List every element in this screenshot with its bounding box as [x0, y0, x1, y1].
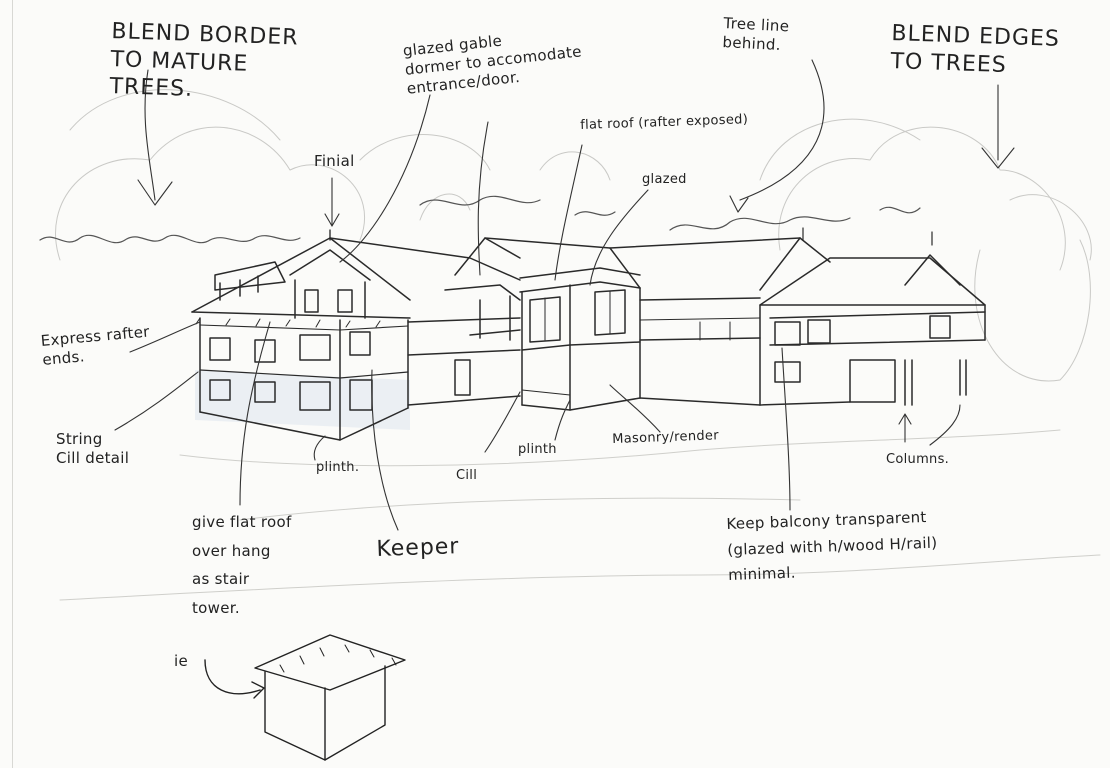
tree-outlines: [55, 89, 1092, 382]
note-string-cill: String Cill detail: [56, 430, 130, 467]
note-glazed: glazed: [642, 172, 687, 187]
note-cill: Cill: [456, 468, 478, 483]
leader-lines: [114, 59, 1015, 531]
ground-lines: [59, 429, 1101, 601]
note-blend-edges: BLEND EDGES TO TREES: [890, 20, 1061, 78]
tree-line-scribbles: [39, 195, 921, 244]
note-plinth-left: plinth.: [316, 460, 360, 475]
note-flat-roof-overhang: give flat roof over hang as stair tower.: [192, 513, 292, 617]
note-ie: ie: [174, 652, 188, 670]
note-tree-line: Tree line behind.: [722, 14, 790, 54]
note-plinth-mid: plinth: [518, 442, 557, 457]
overhang-detail-sketch: [204, 634, 406, 761]
note-columns: Columns.: [886, 452, 950, 467]
building-main: [191, 227, 986, 441]
elevation-wash: [195, 370, 410, 430]
note-finial: Finial: [314, 152, 355, 170]
note-signature: Keeper: [376, 534, 460, 562]
note-blend-border: BLEND BORDER TO MATURE TREES.: [109, 18, 299, 102]
note-balcony: Keep balcony transparent (glazed with h/…: [726, 508, 938, 584]
paper-margin-line: [12, 0, 13, 768]
